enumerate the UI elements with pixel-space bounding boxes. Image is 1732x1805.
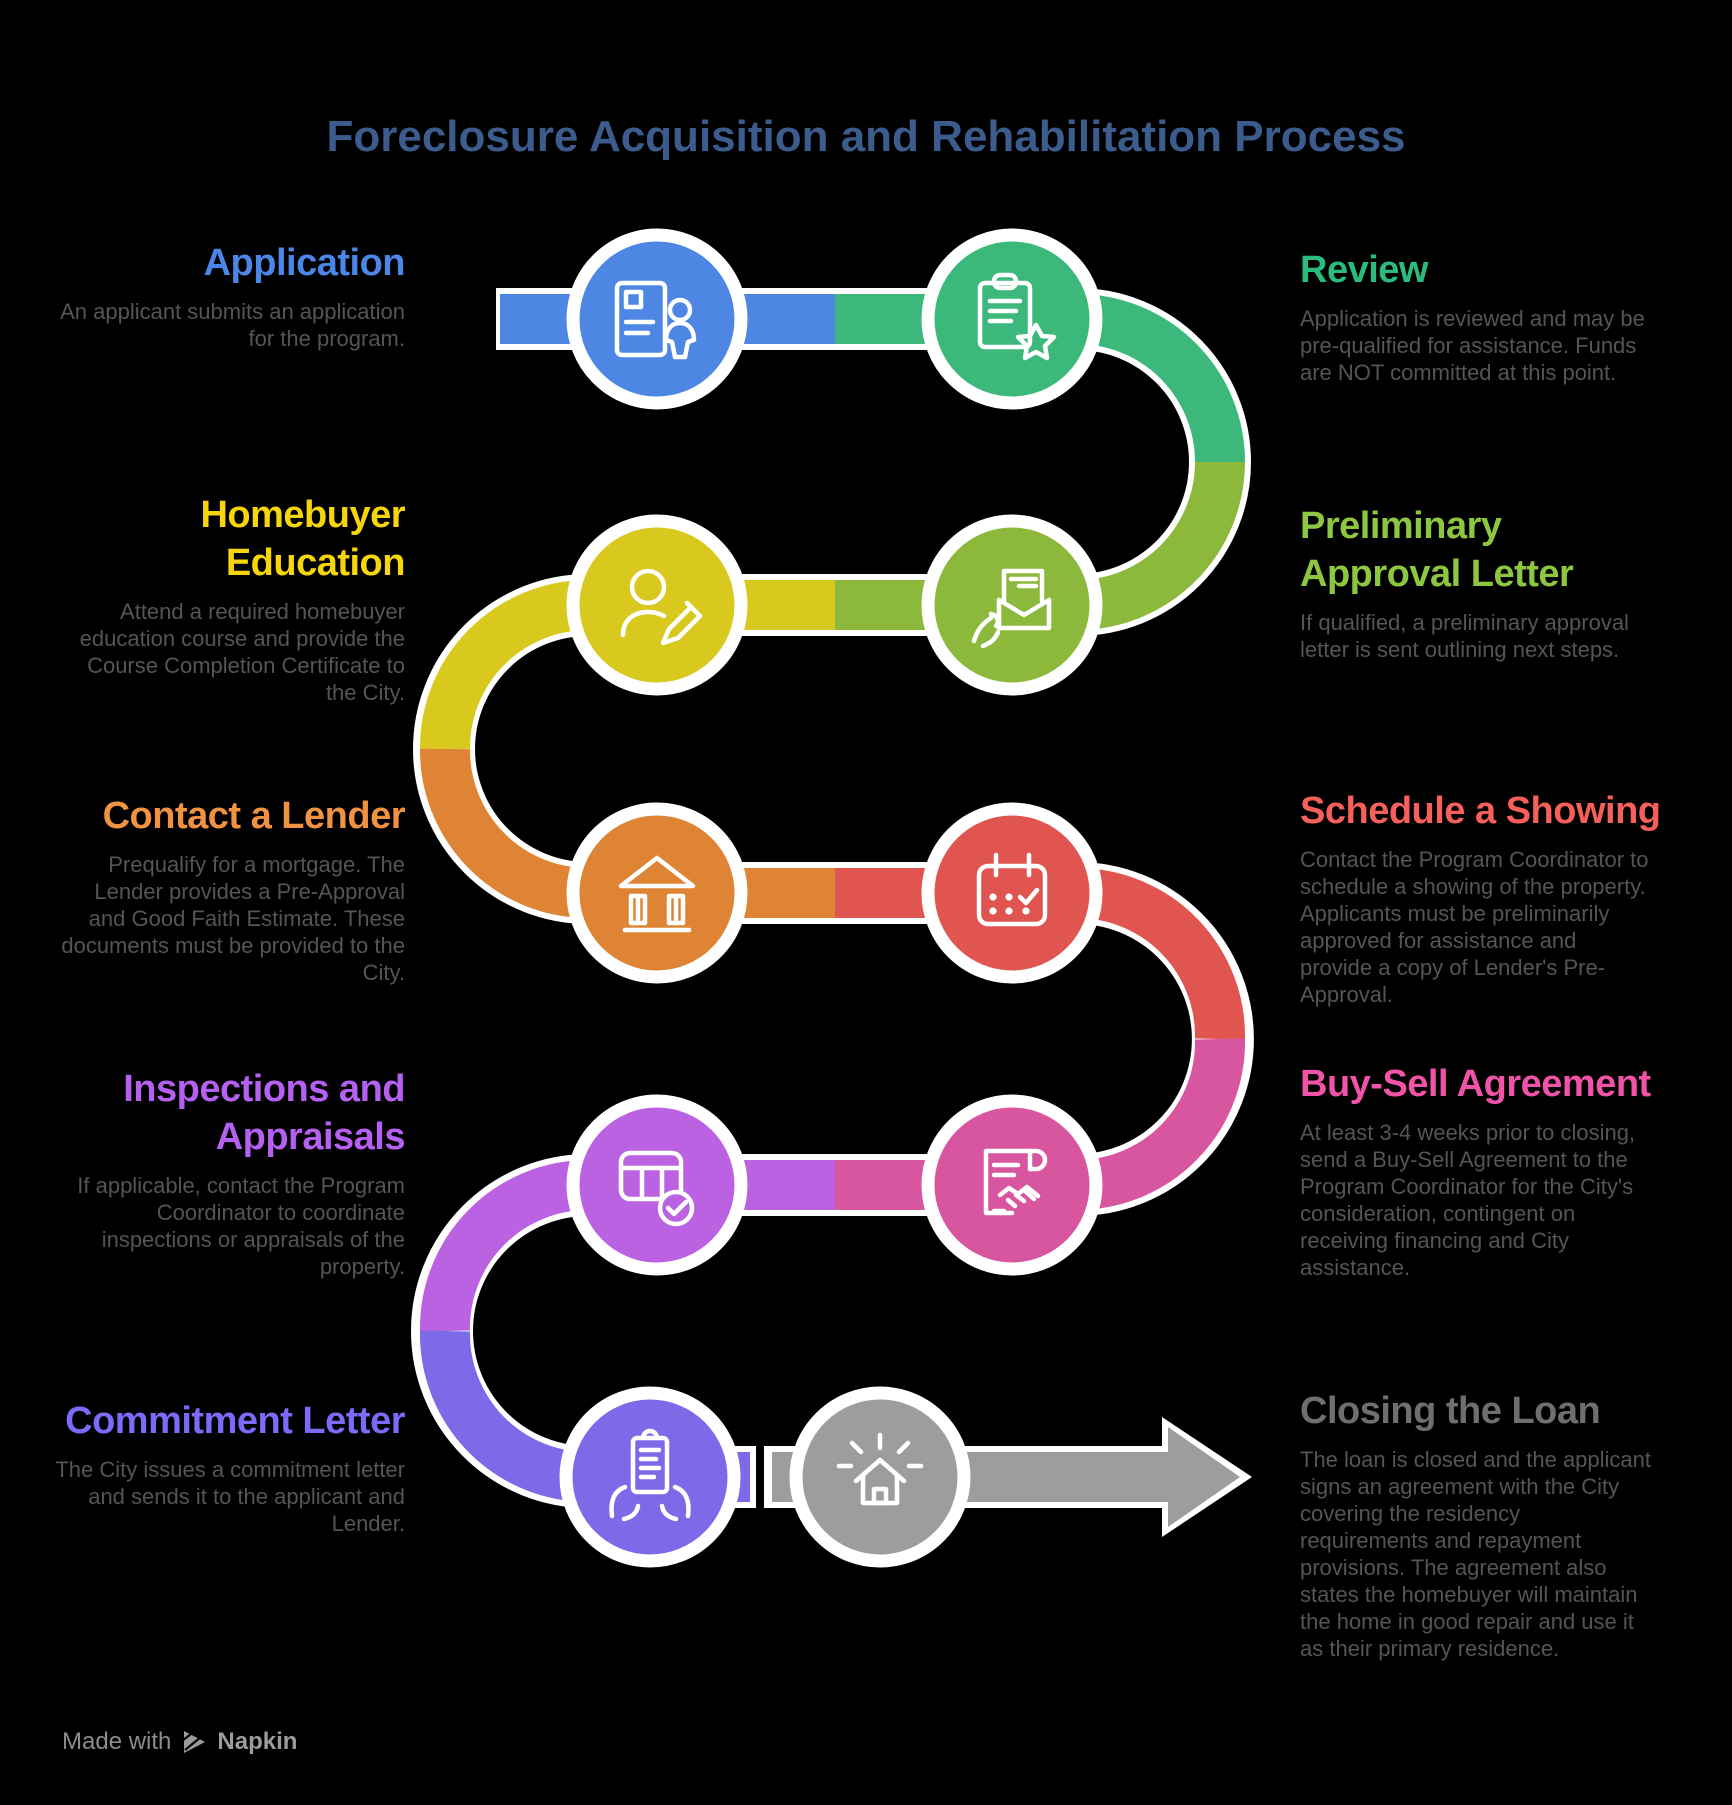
circle-lender bbox=[566, 802, 748, 984]
step-description: At least 3-4 weeks prior to closing, sen… bbox=[1300, 1119, 1636, 1280]
step-description: Contact the Program Coordinator to sched… bbox=[1300, 846, 1649, 1007]
step-heading: Commitment Letter bbox=[65, 1400, 405, 1442]
circle-closing bbox=[789, 1386, 971, 1568]
step-description: Prequalify for a mortgage. The Lender pr… bbox=[61, 851, 405, 985]
step-description: The City issues a commitment letter and … bbox=[55, 1456, 405, 1536]
step-heading: Application bbox=[203, 242, 406, 284]
circle-inspections bbox=[566, 1094, 748, 1276]
circle-application bbox=[566, 228, 748, 410]
step-commitment-letter: Commitment Letter The City issues a comm… bbox=[55, 1398, 405, 1537]
step-preliminary-approval: Preliminary Approval Letter If qualified… bbox=[1300, 503, 1652, 663]
circle-preliminary bbox=[921, 514, 1103, 696]
step-inspections-appraisals: Inspections and Appraisals If applicable… bbox=[55, 1066, 405, 1280]
page-title: Foreclosure Acquisition and Rehabilitati… bbox=[326, 112, 1406, 161]
napkin-brand-label: Napkin bbox=[217, 1728, 298, 1755]
calendar-check-icon bbox=[976, 852, 1048, 927]
circle-showing bbox=[921, 802, 1103, 984]
made-with-label: Made with bbox=[62, 1728, 172, 1755]
circle-education bbox=[566, 514, 748, 696]
step-review: Review Application is reviewed and may b… bbox=[1300, 247, 1652, 386]
step-description: If applicable, contact the Program Coord… bbox=[77, 1172, 405, 1279]
step-heading: Homebuyer Education bbox=[200, 494, 405, 584]
step-heading: Contact a Lender bbox=[102, 795, 406, 837]
hand-letter-icon bbox=[971, 568, 1052, 649]
step-closing-loan: Closing the Loan The loan is closed and … bbox=[1300, 1388, 1652, 1662]
person-pencil-icon bbox=[620, 568, 703, 646]
step-description: An applicant submits an application for … bbox=[60, 298, 405, 351]
bank-icon bbox=[618, 855, 696, 933]
step-circles bbox=[559, 228, 1103, 1568]
circle-buysell bbox=[921, 1094, 1103, 1276]
step-description: Attend a required homebuyer education co… bbox=[79, 598, 405, 705]
napkin-logo-icon bbox=[181, 1729, 206, 1753]
step-description: If qualified, a preliminary approval let… bbox=[1300, 609, 1629, 662]
hands-document-icon bbox=[609, 1428, 691, 1522]
step-heading: Closing the Loan bbox=[1300, 1390, 1601, 1432]
agreement-handshake-icon bbox=[983, 1148, 1048, 1216]
step-heading: Review bbox=[1300, 249, 1428, 291]
step-contact-lender: Contact a Lender Prequalify for a mortga… bbox=[55, 793, 405, 986]
clipboard-star-icon bbox=[977, 272, 1057, 361]
step-schedule-showing: Schedule a Showing Contact the Program C… bbox=[1300, 788, 1661, 1008]
step-heading: Buy-Sell Agreement bbox=[1300, 1063, 1651, 1105]
step-description: The loan is closed and the applicant sig… bbox=[1300, 1446, 1652, 1661]
band-education bbox=[419, 580, 835, 750]
step-application: Application An applicant submits an appl… bbox=[55, 240, 405, 352]
band-lender bbox=[419, 748, 835, 918]
band-inspections bbox=[419, 1160, 835, 1332]
step-heading: Inspections and Appraisals bbox=[123, 1068, 405, 1158]
step-buy-sell-agreement: Buy-Sell Agreement At least 3-4 weeks pr… bbox=[1300, 1061, 1652, 1281]
step-homebuyer-education: Homebuyer Education Attend a required ho… bbox=[55, 492, 406, 706]
flow-bands bbox=[411, 288, 1254, 1537]
table-check-icon bbox=[618, 1150, 695, 1227]
napkin-attribution[interactable]: Made with Napkin bbox=[62, 1728, 297, 1756]
step-heading: Schedule a Showing bbox=[1300, 790, 1661, 832]
step-heading: Preliminary Approval Letter bbox=[1300, 505, 1574, 595]
resume-icon bbox=[614, 280, 697, 360]
arrow-head bbox=[1168, 1427, 1240, 1527]
step-description: Application is reviewed and may be pre-q… bbox=[1300, 305, 1645, 385]
house-rays-icon bbox=[836, 1432, 924, 1506]
